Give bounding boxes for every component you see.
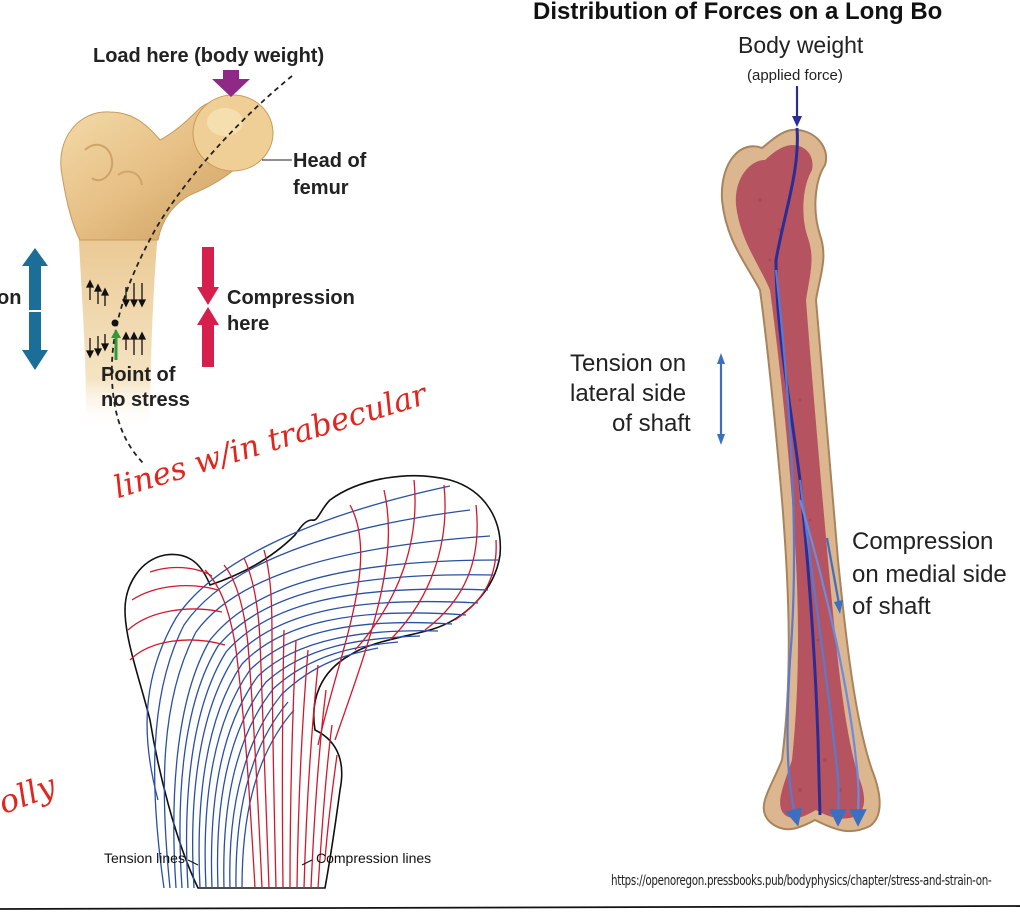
source-url[interactable]: https://openoregon.pressbooks.pub/bodyph… <box>611 873 992 889</box>
compression-lines-label: Compression lines <box>316 850 432 866</box>
no-stress-label-1: Point of <box>101 364 176 386</box>
figure-title: Distribution of Forces on a Long Bo <box>533 0 943 25</box>
tension-lines-label: Tension lines <box>104 850 185 866</box>
applied-force-label: (applied force) <box>747 67 843 84</box>
body-weight-label: Body weight <box>738 32 864 58</box>
load-label: Load here (body weight) <box>93 45 325 67</box>
compression-medial-label-3: of shaft <box>852 593 931 620</box>
tension-lateral-label-2: lateral side <box>570 380 687 407</box>
tension-double-arrow <box>22 248 48 370</box>
divider-line <box>0 905 1020 910</box>
head-of-femur-label-1: Head of <box>293 150 367 172</box>
compression-here-label-1: Compression <box>227 287 355 309</box>
tension-label-fragment: on <box>0 287 22 309</box>
femur-photo <box>22 70 293 466</box>
long-bone <box>717 86 881 833</box>
trabecular-diagram <box>124 475 502 889</box>
tension-lateral-label-1: Tension on <box>570 350 687 377</box>
compression-medial-label-2: on medial side <box>852 561 1007 588</box>
head-of-femur-label-2: femur <box>293 177 349 199</box>
tension-lateral-label-3: of shaft <box>612 410 691 437</box>
compression-medial-label-1: Compression <box>852 528 994 555</box>
no-stress-label-2: no stress <box>101 389 190 411</box>
stress-arrows <box>85 279 147 359</box>
compression-here-label-2: here <box>227 313 270 335</box>
compression-arrows <box>197 247 219 367</box>
